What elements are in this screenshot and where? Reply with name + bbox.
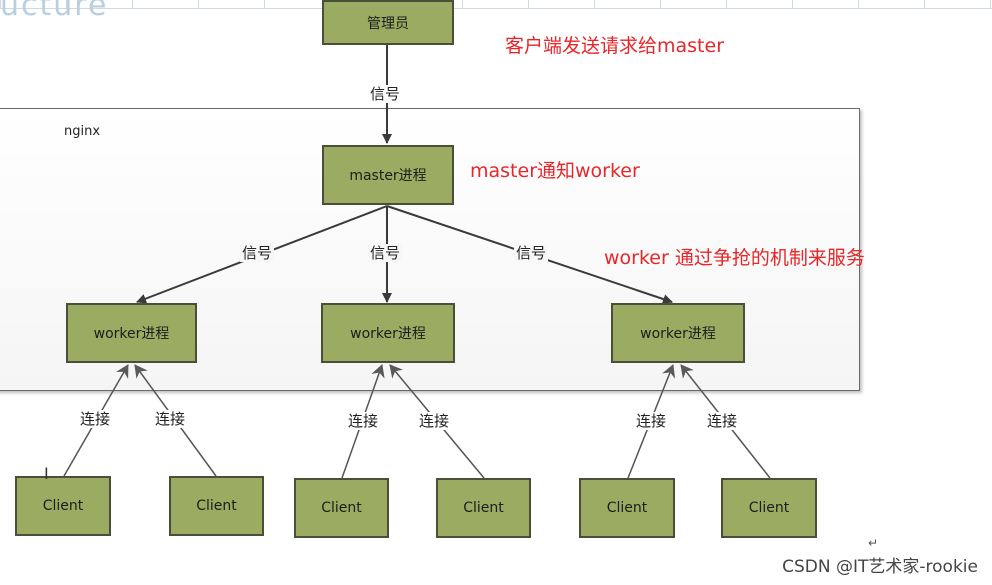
signal-label-admin: 信号: [368, 85, 403, 103]
client-box-3: Client: [294, 478, 389, 538]
text-cursor-icon: I: [44, 464, 49, 483]
signal-label-worker-2: 信号: [368, 244, 403, 262]
top-ruler-grid: [0, 0, 992, 9]
client-label: Client: [748, 500, 790, 516]
client-box-2: Client: [169, 476, 264, 536]
nginx-frame-label: nginx: [64, 124, 101, 139]
note-client-request: 客户端发送请求给master: [505, 35, 725, 57]
worker-process-box-3: worker进程: [611, 303, 745, 363]
header-fragment: ucture: [0, 0, 109, 23]
note-master-notify: master通知worker: [470, 160, 640, 182]
worker-process-label: worker进程: [350, 326, 426, 342]
watermark: CSDN @IT艺术家-rookie: [782, 557, 978, 577]
client-box-4: Client: [436, 478, 531, 538]
connect-label: 连接: [346, 412, 381, 430]
admin-label: 管理员: [367, 15, 409, 32]
client-box-1: Client: [15, 476, 111, 536]
signal-label-worker-1: 信号: [240, 244, 275, 262]
client-box-5: Client: [579, 478, 675, 538]
client-label: Client: [321, 500, 362, 516]
worker-process-box-1: worker进程: [66, 303, 197, 363]
connect-label: 连接: [78, 410, 113, 428]
connect-label: 连接: [417, 412, 452, 430]
connect-label: 连接: [705, 412, 740, 430]
master-process-label: master进程: [349, 168, 427, 184]
signal-label-worker-3: 信号: [514, 244, 549, 262]
worker-process-label: worker进程: [640, 326, 716, 342]
connect-label: 连接: [634, 412, 669, 430]
client-label: Client: [606, 500, 648, 516]
client-label: Client: [196, 498, 237, 514]
client-label: Client: [42, 498, 84, 514]
connect-label: 连接: [153, 410, 188, 428]
note-worker-compete: worker 通过争抢的机制来服务: [604, 247, 865, 269]
admin-box: 管理员: [322, 0, 454, 45]
client-box-6: Client: [721, 478, 817, 538]
worker-process-label: worker进程: [93, 326, 170, 342]
master-process-box: master进程: [322, 145, 454, 205]
client-label: Client: [463, 500, 504, 516]
worker-process-box-2: worker进程: [321, 303, 455, 363]
return-arrow-icon: ↵: [868, 536, 879, 550]
